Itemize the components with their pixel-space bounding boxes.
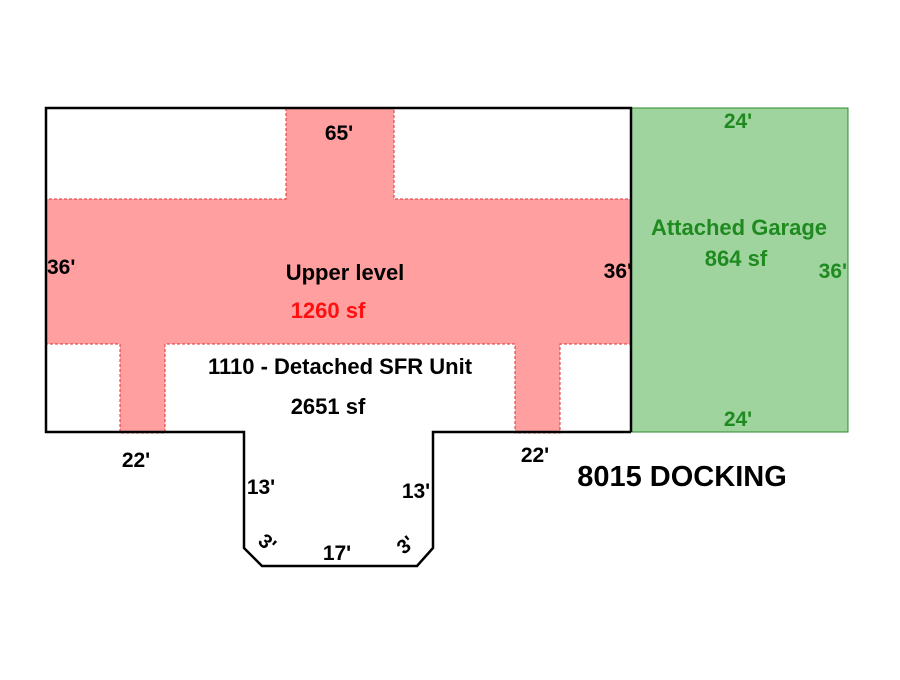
garage-label: Attached Garage bbox=[651, 215, 827, 240]
main-unit-area-label: 2651 sf bbox=[291, 394, 366, 419]
main-unit-label: 1110 - Detached SFR Unit bbox=[208, 354, 473, 379]
address-label: 8015 DOCKING bbox=[577, 461, 787, 493]
dim-bay-left: 13' bbox=[247, 476, 275, 499]
upper-dim-top: 65' bbox=[325, 122, 353, 145]
dim-chamfer-right: 3' bbox=[393, 532, 419, 559]
garage-dim-top: 24' bbox=[724, 110, 752, 133]
upper-dim-right: 36' bbox=[604, 260, 632, 283]
garage-area-label: 864 sf bbox=[705, 246, 768, 271]
garage-area bbox=[630, 107, 849, 433]
dim-chamfer-left: 3' bbox=[254, 530, 280, 557]
dim-bottom-right: 22' bbox=[521, 444, 549, 467]
upper-level-label: Upper level bbox=[286, 260, 405, 285]
dim-bay-bottom: 17' bbox=[323, 542, 351, 565]
dim-bay-right: 13' bbox=[402, 480, 430, 503]
main-unit-outline bbox=[44, 106, 633, 568]
garage-dim-right: 36' bbox=[819, 260, 847, 283]
upper-dim-left: 36' bbox=[47, 256, 75, 279]
dim-bottom-left: 22' bbox=[122, 449, 150, 472]
upper-level-area-label: 1260 sf bbox=[291, 298, 366, 323]
garage-dim-bottom: 24' bbox=[724, 408, 752, 431]
